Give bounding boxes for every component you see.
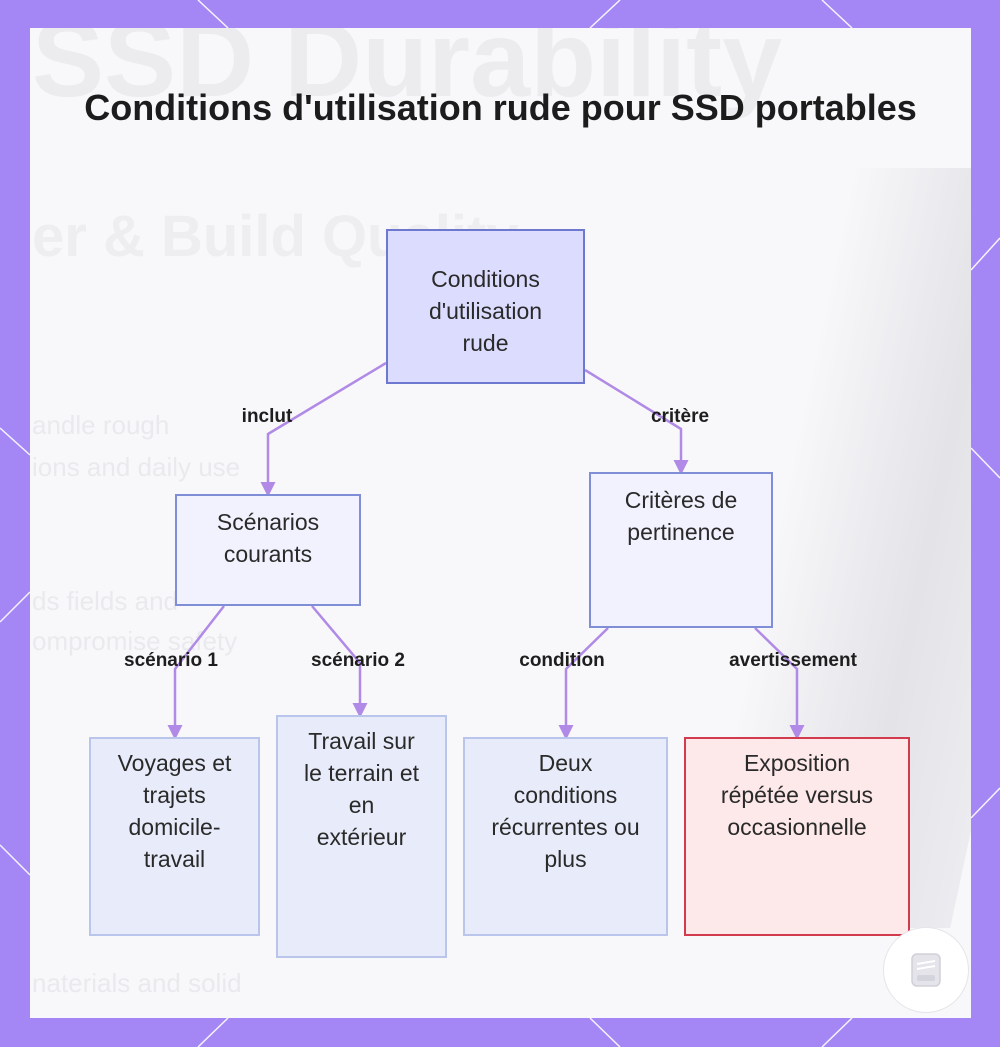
connector-criteres-deux — [558, 627, 609, 740]
background-watermark: SSD Durability — [32, 28, 783, 119]
background-watermark-4: ions and daily use — [32, 452, 241, 482]
edge-label-inclut: inclut — [241, 406, 293, 427]
edge-label-critere: critère — [650, 406, 710, 427]
connector-scenarios-travail — [311, 605, 368, 718]
background-watermark-7: naterials and solid — [32, 968, 242, 998]
node-criteres: Critères de pertinence — [589, 472, 773, 628]
connector-root-criteres — [584, 368, 689, 475]
edge-label-scenario-2: scénario 2 — [311, 650, 405, 671]
node-deux-label: Deux conditions récurrentes ou plus — [491, 750, 640, 872]
node-deux-conditions: Deux conditions récurrentes ou plus — [463, 737, 668, 936]
node-criteres-label: Critères de pertinence — [624, 487, 738, 545]
background-watermark-3: andle rough — [32, 410, 170, 440]
node-scenarios-label: Scénarios courants — [216, 509, 320, 567]
connector-root-scenarios — [260, 361, 387, 497]
diagram-title: Conditions d'utilisation rude pour SSD p… — [84, 87, 917, 128]
node-scenarios: Scénarios courants — [175, 494, 361, 606]
ssd-drive-icon — [883, 927, 969, 1013]
ssd-drive-icon-graphic — [911, 953, 941, 987]
node-root: Conditions d'utilisation rude — [386, 229, 585, 384]
node-exposition: Exposition répétée versus occasionnelle — [684, 737, 910, 936]
node-travail-label: Travail sur le terrain et en extérieur — [303, 728, 420, 850]
connector-criteres-exposition — [754, 627, 805, 740]
node-voyages-label: Voyages et trajets domicile-travail — [117, 750, 232, 872]
edge-label-avertissement: avertissement — [729, 650, 857, 671]
background-watermark-5: ds fields and — [32, 586, 178, 616]
node-root-label: Conditions d'utilisation rude — [428, 265, 543, 356]
node-exposition-label: Exposition répétée versus occasionnelle — [720, 750, 874, 840]
node-travail: Travail sur le terrain et en extérieur — [276, 715, 447, 958]
node-voyages: Voyages et trajets domicile-travail — [89, 737, 260, 936]
edge-label-scenario-1: scénario 1 — [124, 650, 218, 671]
edge-label-condition: condition — [519, 650, 605, 671]
connector-scenarios-voyages — [167, 605, 225, 740]
